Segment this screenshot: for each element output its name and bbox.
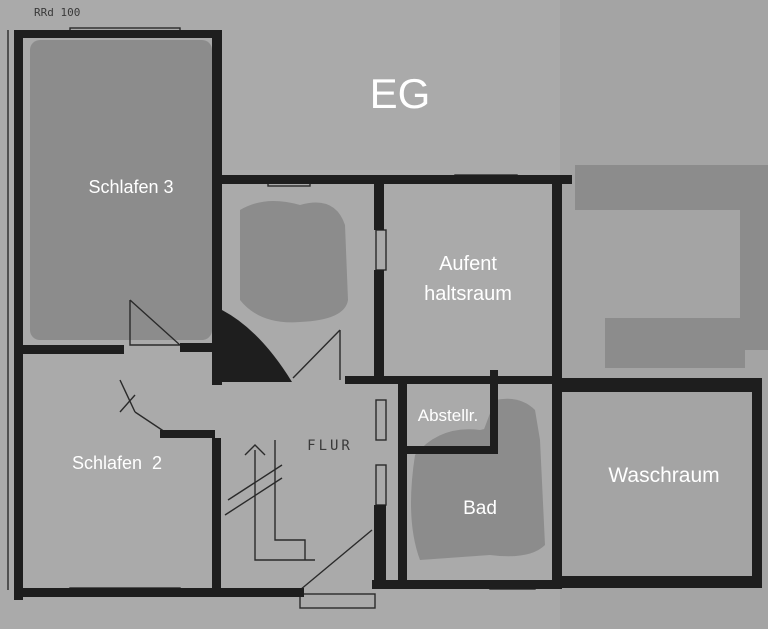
room-label-abstellraum: Abstellr. bbox=[418, 406, 478, 425]
wall-bottom-right bbox=[562, 576, 762, 588]
schlafen2-door-b bbox=[134, 411, 166, 433]
upper-middle-fill bbox=[240, 201, 348, 323]
schlafen2-door-a bbox=[119, 379, 136, 413]
paper-shade bbox=[560, 0, 768, 629]
wall-abstell-left bbox=[398, 380, 407, 580]
schlafen3-fill bbox=[30, 40, 212, 340]
bad-fill bbox=[411, 426, 545, 560]
wall-schlafen2-right bbox=[212, 438, 221, 593]
wall-flur-stub bbox=[374, 505, 386, 585]
wall-top-main bbox=[212, 175, 572, 184]
room-label-flur: FLUR bbox=[307, 438, 353, 454]
wall-bottom-left bbox=[14, 588, 304, 597]
wall-wasch-top bbox=[552, 378, 762, 392]
room-label-waschraum: Waschraum bbox=[608, 464, 719, 487]
wall-schlafen-divider-b bbox=[180, 343, 212, 352]
room-label-aufenthaltsraum-1: Aufent bbox=[439, 253, 497, 275]
walls bbox=[14, 30, 762, 600]
wall-schlafen3-right bbox=[212, 30, 222, 385]
wall-abstell-bottom bbox=[398, 446, 498, 454]
flur-wall-niche bbox=[375, 399, 387, 441]
right-top-fill bbox=[575, 165, 768, 210]
schlafen2-door-c bbox=[119, 394, 136, 413]
room-label-schlafen3: Schlafen 3 bbox=[88, 177, 173, 197]
wall-abstell-right bbox=[490, 370, 498, 454]
entry-door-swing bbox=[299, 529, 373, 591]
wall-schlafen2-stub bbox=[160, 430, 215, 438]
wall-schlafen-divider bbox=[14, 345, 124, 354]
wall-right-outer bbox=[752, 392, 762, 587]
entrance-step bbox=[299, 593, 376, 609]
door-line-center bbox=[292, 329, 341, 379]
room-label-bad: Bad bbox=[463, 498, 497, 519]
wall-aufent-left bbox=[374, 180, 384, 230]
wall-left-outer bbox=[14, 30, 23, 600]
wall-bottom-mid bbox=[372, 580, 562, 589]
scale-note: RRd 100 bbox=[34, 6, 80, 19]
wall-aufent-left-b bbox=[374, 270, 384, 380]
staircase-arrow bbox=[244, 444, 266, 456]
room-label-schlafen2: Schlafen 2 bbox=[72, 453, 162, 473]
right-low-fill bbox=[605, 318, 745, 368]
room-fills bbox=[30, 40, 768, 560]
staircase-run bbox=[254, 450, 315, 561]
room-label-aufenthaltsraum-2: haltsraum bbox=[424, 283, 512, 305]
floor-title: EG bbox=[370, 70, 431, 117]
stair-diag-2 bbox=[227, 464, 283, 501]
wall-top-schlafen3 bbox=[14, 30, 222, 38]
stair-diag-1 bbox=[224, 477, 283, 516]
wall-aufent-bottom bbox=[345, 376, 555, 384]
schlafen3-door bbox=[129, 299, 182, 346]
stair-rail bbox=[274, 440, 306, 560]
door-wedge bbox=[222, 310, 292, 382]
